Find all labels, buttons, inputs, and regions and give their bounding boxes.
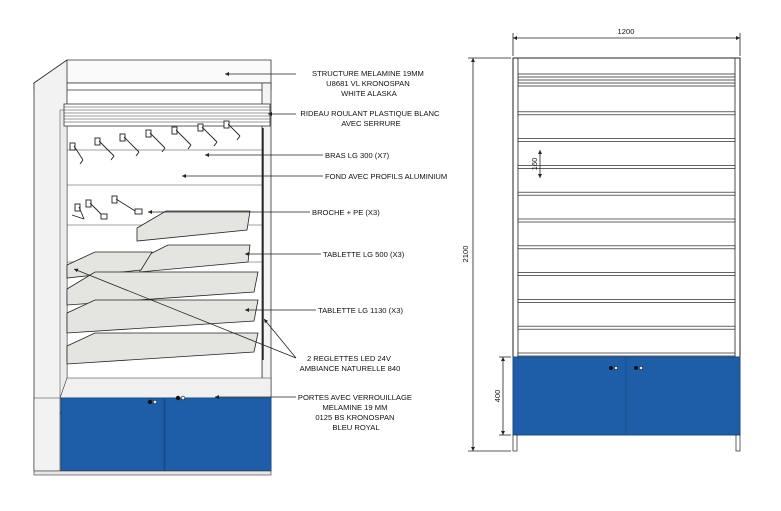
shelf-500 xyxy=(66,251,153,279)
callout-structure-2: U8681 VL KRONOSPAN xyxy=(326,79,410,88)
dim-height-label: 2100 xyxy=(461,246,470,263)
slat xyxy=(517,245,736,250)
svg-text:STRUCTURE MELAMINE 19MM: STRUCTURE MELAMINE 19MM U8681 VL KRONOSP… xyxy=(312,69,426,98)
shelf-1130 xyxy=(66,332,259,365)
callout-doors-2: MELAMINE 19 MM xyxy=(322,403,387,412)
callout-led-2: AMBIANCE NATURELLE 840 xyxy=(300,364,401,373)
lock-icon xyxy=(613,365,618,370)
callouts: STRUCTURE MELAMINE 19MM U8681 VL KRONOSP… xyxy=(298,69,447,432)
arm xyxy=(223,120,241,141)
hook xyxy=(71,203,85,220)
lock-icon xyxy=(609,366,613,370)
svg-text:PORTES AVEC VERROUILLAGE: PORTES AVEC VERROUILLAGE MELAMINE 19 MM … xyxy=(298,393,414,432)
arm xyxy=(197,123,218,147)
dim-width-label: 1200 xyxy=(618,27,635,36)
hook xyxy=(85,199,108,220)
leader-lines xyxy=(73,72,323,399)
callout-back: FOND AVEC PROFILS ALUMINIUM xyxy=(325,172,447,181)
arm xyxy=(119,133,140,157)
slat xyxy=(517,352,736,357)
shelf-1130 xyxy=(66,271,259,306)
lock-icon xyxy=(147,399,153,405)
callout-doors-3: 0125 BS KRONOSPAN xyxy=(315,413,394,422)
slat xyxy=(517,138,736,142)
dimension-slat-pitch: 160 xyxy=(530,150,542,178)
slat xyxy=(517,325,736,330)
callout-shelf1130: TABLETTE LG 1130 (X3) xyxy=(318,306,403,315)
dimension-width: 1200 xyxy=(512,27,741,56)
slat xyxy=(517,165,736,169)
roller-curtain xyxy=(63,103,271,127)
cabinet-top-front xyxy=(33,82,272,91)
lock-icon xyxy=(638,365,643,370)
dimension-height: 2100 xyxy=(461,57,511,452)
arm xyxy=(171,126,192,150)
lock-icon xyxy=(152,399,158,405)
slat xyxy=(517,218,736,223)
lock-icon xyxy=(634,366,638,370)
arm xyxy=(145,129,166,153)
callout-arms: BRAS LG 300 (X7) xyxy=(325,151,390,160)
arm xyxy=(94,137,115,161)
cabinet-inner-wall xyxy=(59,109,68,399)
base-top xyxy=(59,377,272,399)
slat xyxy=(517,111,736,116)
dim-base-label: 400 xyxy=(493,390,502,403)
front-elevation xyxy=(512,57,741,452)
callout-structure-3: WHITE ALASKA xyxy=(341,89,398,98)
dimension-base: 400 xyxy=(493,356,511,436)
door-left xyxy=(60,397,165,472)
callout-curtain-1: RIDEAU ROULANT PLASTIQUE BLANC xyxy=(300,109,440,118)
elevation-curtain xyxy=(518,73,735,87)
shelf-1130 xyxy=(66,299,259,334)
shelves-500 xyxy=(66,210,251,279)
plinth xyxy=(33,470,272,476)
shelf-500 xyxy=(136,210,251,242)
callout-structure-1: STRUCTURE MELAMINE 19MM xyxy=(312,69,424,78)
slat xyxy=(517,272,736,276)
callout-doors-4: BLEU ROYAL xyxy=(332,423,379,432)
elevation-foot-right xyxy=(735,434,741,452)
elevation-door-right xyxy=(625,356,741,436)
shelves-1130 xyxy=(66,271,259,365)
arm xyxy=(69,142,84,165)
callout-hooks: BROCHE + PE (X3) xyxy=(312,208,380,217)
hooks-group xyxy=(71,195,143,220)
slat xyxy=(517,191,736,196)
elevation-slats xyxy=(517,111,736,357)
doors-front xyxy=(60,395,272,472)
lock-icon xyxy=(175,395,181,401)
callout-led-1: 2 REGLETTES LED 24V xyxy=(307,354,392,363)
isometric-cabinet xyxy=(32,59,272,476)
callout-shelf500: TABLETTE LG 500 (X3) xyxy=(323,250,405,259)
svg-text:2 REGLETTES LED 24V AMBI: 2 REGLETTES LED 24V AMBIANCE NATURELLE 8… xyxy=(300,354,401,373)
elevation-door-left xyxy=(512,356,627,436)
door-right xyxy=(164,397,272,472)
hook xyxy=(111,195,143,215)
lock-icon xyxy=(180,395,186,401)
cabinet-top xyxy=(32,59,272,84)
callout-curtain-2: AVEC SERRURE xyxy=(341,119,400,128)
svg-text:RIDEAU ROULANT PLASTIQUE BLANC: RIDEAU ROULANT PLASTIQUE BLANC AVEC SERR… xyxy=(300,109,441,128)
base-left-side xyxy=(33,397,61,472)
dim-slat-label: 160 xyxy=(530,158,539,171)
slat xyxy=(517,299,736,303)
callout-doors-1: PORTES AVEC VERROUILLAGE xyxy=(298,393,412,402)
arms-group xyxy=(69,120,241,165)
elevation-foot-left xyxy=(512,434,518,452)
